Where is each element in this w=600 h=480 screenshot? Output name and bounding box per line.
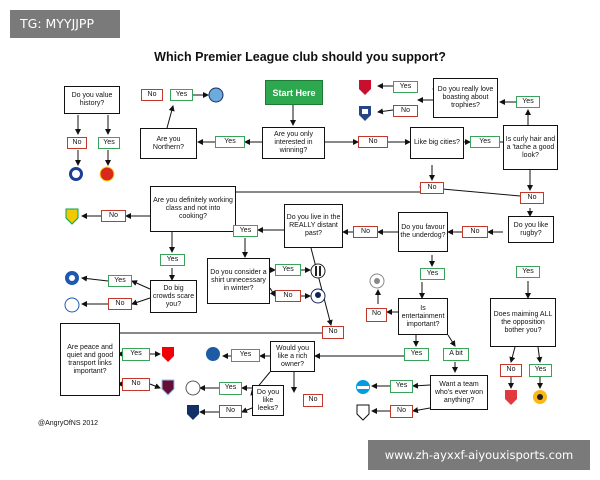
overlay-tag: TG: MYYJJPP	[10, 10, 120, 38]
answer-yes: Yes	[215, 136, 245, 148]
answer-yes: Yes	[98, 137, 120, 149]
answer-no: No	[366, 308, 387, 322]
question-curly-hair: Is curly hair and a 'tache a good look?	[503, 125, 558, 170]
start-here-box: Start Here	[265, 80, 323, 105]
overlay-url: www.zh-ayxxf-aiyouxisports.com	[368, 440, 590, 470]
wigan-athletic-crest	[65, 271, 79, 285]
answer-no: No	[67, 137, 87, 149]
queens-park-rangers-crest	[206, 347, 220, 361]
question-entertainment: Is entertainment important?	[398, 298, 448, 335]
answer-no: No	[101, 210, 126, 222]
fulham-crest	[356, 404, 370, 421]
answer-no: No	[420, 182, 444, 194]
everton-crest	[359, 106, 371, 121]
arsenal-crest	[162, 347, 174, 362]
question-boasting: Do you really love boasting about trophi…	[433, 78, 498, 118]
answer-yes: Yes	[122, 348, 150, 361]
answer-yes: Yes	[275, 264, 301, 276]
answer-yes: Yes	[404, 348, 429, 361]
question-shirt: Do you consider a shirt unnecessary in w…	[207, 258, 270, 304]
blackburn-rovers-crest	[356, 380, 370, 394]
answer-no: No	[390, 405, 413, 418]
answer-yes: Yes	[470, 136, 500, 148]
answer-no: No	[520, 192, 544, 204]
answer-a-bit: A bit	[443, 348, 469, 361]
question-maiming: Does maiming ALL the opposition bother y…	[490, 298, 556, 347]
question-distant-past: Do you live in the REALLY distant past?	[284, 204, 343, 248]
question-big-crowds: Do big crowds scare you?	[150, 280, 197, 313]
answer-no: No	[303, 394, 323, 407]
stoke-city-crest	[505, 390, 517, 405]
answer-no: No	[108, 298, 132, 310]
answer-no: No	[500, 364, 522, 377]
question-leeks: Do you like leeks?	[252, 385, 284, 416]
answer-no: No	[122, 378, 150, 391]
answer-no: No	[393, 105, 418, 117]
answer-yes: Yes	[231, 349, 260, 362]
answer-no: No	[353, 226, 378, 238]
question-northern: Are you Northern?	[140, 128, 197, 159]
answer-no: No	[275, 290, 301, 302]
question-value-history: Do you value history?	[64, 86, 120, 114]
author-credit: @AngryOfNS 2012	[38, 420, 99, 427]
answer-no: No	[322, 326, 344, 339]
answer-yes: Yes	[233, 225, 258, 237]
answer-yes: Yes	[160, 254, 185, 266]
wigan-athletic-crest-2	[64, 297, 80, 313]
answer-yes: Yes	[516, 266, 540, 278]
answer-no: No	[141, 89, 163, 101]
answer-no: No	[462, 226, 488, 238]
aston-villa-crest	[161, 379, 175, 396]
question-rugby: Do you like rugby?	[508, 216, 554, 243]
manchester-city-crest	[208, 87, 224, 103]
question-underdog: Do you favour the underdog?	[398, 212, 448, 252]
newcastle-united-crest	[310, 263, 326, 279]
answer-yes: Yes	[393, 81, 418, 93]
question-working-class: Are you definitely working class and not…	[150, 186, 236, 232]
page-title: Which Premier League club should you sup…	[154, 50, 446, 64]
answer-no: No	[219, 405, 242, 418]
answer-yes: Yes	[170, 89, 193, 101]
west-bromwich-albion-crest	[187, 405, 199, 420]
question-peace-quiet: Are peace and quiet and good transport l…	[60, 323, 120, 396]
answer-yes: Yes	[108, 275, 132, 287]
answer-yes: Yes	[219, 382, 242, 395]
wolverhampton-wanderers-crest	[533, 390, 547, 404]
manchester-united-crest	[99, 166, 115, 182]
answer-yes: Yes	[390, 380, 413, 393]
answer-yes: Yes	[529, 364, 552, 377]
question-won-anything: Want a team who's ever won anything?	[430, 375, 488, 410]
answer-no: No	[358, 136, 388, 148]
chelsea-crest	[69, 167, 83, 181]
answer-yes: Yes	[420, 268, 445, 280]
liverpool-crest	[359, 80, 371, 95]
swansea-city-crest	[185, 380, 201, 396]
answer-yes: Yes	[516, 96, 540, 108]
question-big-cities: Like big cities?	[410, 127, 464, 159]
norwich-city-crest	[65, 208, 79, 225]
bolton-wanderers-crest	[369, 273, 385, 289]
question-rich-owner: Would you like a rich owner?	[270, 341, 315, 372]
tottenham-hotspur-crest	[310, 288, 326, 304]
question-winning: Are you only interested in winning?	[262, 127, 325, 159]
